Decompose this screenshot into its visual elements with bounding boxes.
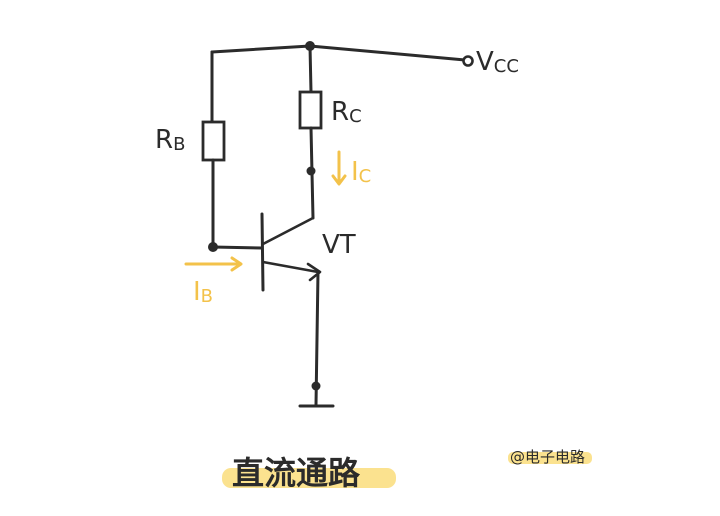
collector-dot bbox=[306, 166, 316, 176]
transistor-collector-leg bbox=[261, 216, 315, 246]
transistor-label: VT bbox=[322, 230, 356, 260]
rc-resistor bbox=[298, 90, 323, 130]
title-highlight bbox=[222, 468, 396, 488]
rb-resistor bbox=[201, 120, 226, 162]
caption-credit: @电子电路 bbox=[510, 448, 585, 466]
caption-title: 直流通路 bbox=[232, 454, 361, 492]
base-wire bbox=[211, 245, 264, 250]
ib-arrow bbox=[184, 256, 243, 272]
ground-junction-dot bbox=[311, 381, 321, 391]
ib-label: IB bbox=[193, 277, 213, 307]
emitter-arrowhead bbox=[306, 262, 322, 282]
rc-top-wire bbox=[308, 44, 313, 94]
transistor-emitter-leg bbox=[261, 260, 320, 274]
credit-highlight bbox=[508, 452, 592, 464]
ic-label: IC bbox=[351, 157, 371, 187]
ic-arrow bbox=[331, 150, 347, 186]
rb-label: RB bbox=[155, 125, 185, 155]
rc-label: RC bbox=[331, 97, 362, 127]
vcc-terminal bbox=[462, 55, 474, 67]
vcc-rail-wire bbox=[210, 44, 467, 62]
transistor-base-bar bbox=[260, 212, 265, 292]
vcc-label: VCC bbox=[476, 47, 519, 77]
